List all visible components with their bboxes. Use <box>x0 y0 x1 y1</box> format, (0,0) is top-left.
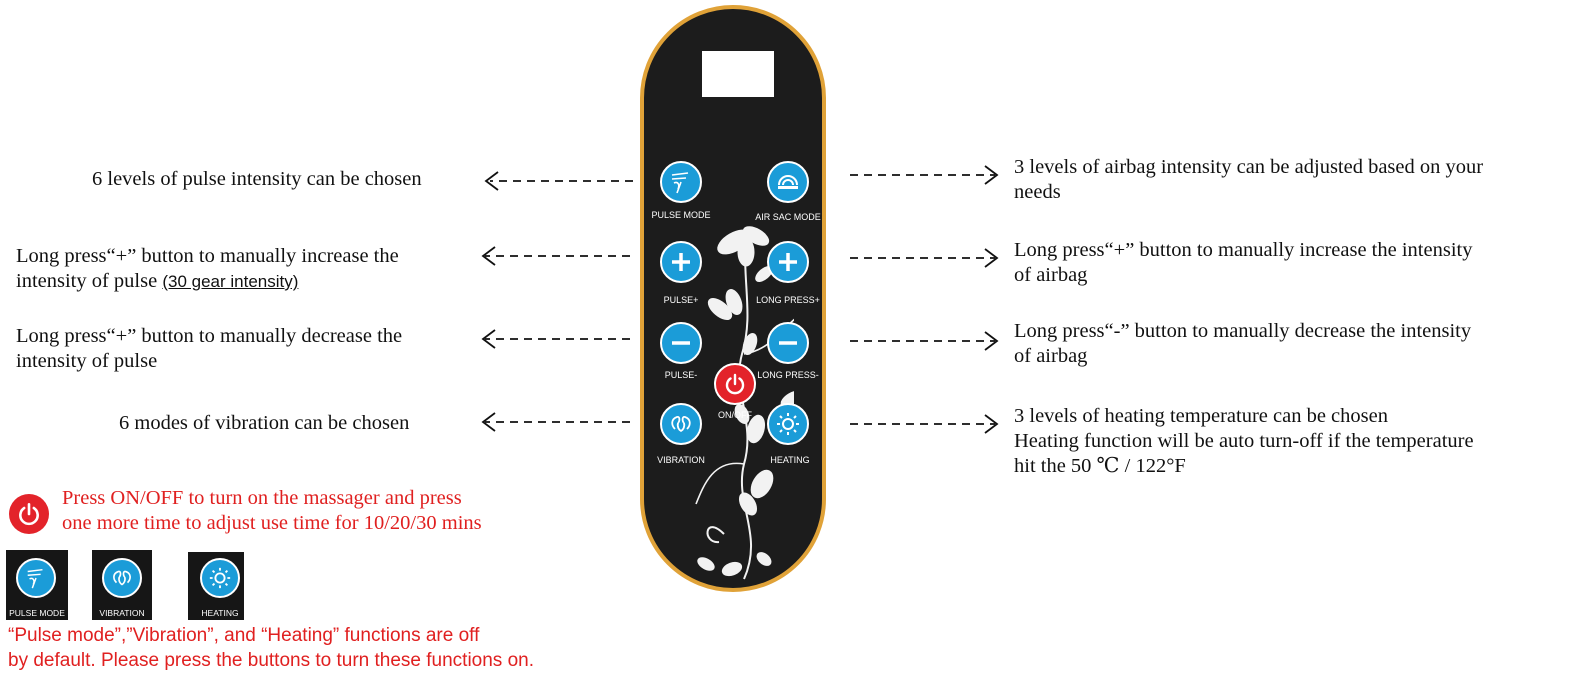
tile-heating: HEATING <box>188 552 244 620</box>
tile-pulse-mode-label: PULSE MODE <box>9 608 65 618</box>
airbag-text-line1: 3 levels of airbag intensity can be adju… <box>1014 156 1484 178</box>
sun-icon <box>777 413 799 435</box>
tile-pulse-mode: PULSE MODE <box>6 550 68 620</box>
pulse-mode-label: PULSE MODE <box>651 210 711 220</box>
hand-icon <box>27 568 43 589</box>
pulse-minus-label: PULSE- <box>664 370 698 380</box>
vibration-icon <box>671 415 691 433</box>
air-sac-icon <box>778 175 798 189</box>
power-note-line1: Press ON/OFF to turn on the massager and… <box>62 487 462 509</box>
on-off-label: ON/OFF <box>718 410 752 420</box>
minus-icon <box>672 341 690 345</box>
remote-control: PULSE MODE AIR SAC MODE PULSE+ LONG PRES… <box>640 5 826 592</box>
pulse-plus-text-line2: intensity of pulse (30 gear intensity) <box>16 269 298 294</box>
sun-icon <box>209 567 231 589</box>
airbag-plus-text-line2: of airbag <box>1014 264 1088 286</box>
arrow-pulse-plus <box>481 246 630 266</box>
pulse-minus-text-line2: intensity of pulse <box>16 350 158 372</box>
pulse-mode-button[interactable] <box>660 161 702 203</box>
heating-label: HEATING <box>770 455 810 465</box>
long-press-plus-label: LONG PRESS+ <box>756 295 820 305</box>
on-off-button[interactable] <box>714 363 756 405</box>
hand-icon <box>671 172 689 194</box>
vibration-text: 6 modes of vibration can be chosen <box>119 412 410 434</box>
airbag-text-line2: needs <box>1014 181 1061 203</box>
arrow-pulse-mode <box>484 171 633 191</box>
heating-text-line3: hit the 50 ℃ / 122°F <box>1014 455 1186 477</box>
pulse-plus-label: PULSE+ <box>663 295 699 305</box>
long-press-plus-button[interactable] <box>767 241 809 283</box>
arrow-long-press-plus <box>850 248 999 268</box>
airbag-minus-text-line1: Long press“-” button to manually decreas… <box>1014 320 1472 342</box>
default-off-note-line2: by default. Please press the buttons to … <box>8 650 534 671</box>
flower-decoration <box>695 226 794 580</box>
minus-icon <box>779 341 797 345</box>
tile-vibration-label: VIBRATION <box>99 608 145 618</box>
long-press-minus-label: LONG PRESS- <box>757 370 819 380</box>
tile-vibration: VIBRATION <box>92 550 152 620</box>
arrow-heating <box>850 414 999 434</box>
air-sac-mode-button[interactable] <box>767 161 809 203</box>
heating-text-line2: Heating function will be auto turn-off i… <box>1014 430 1474 452</box>
default-off-note-line1: “Pulse mode”,”Vibration”, and “Heating” … <box>8 625 480 646</box>
power-note-line2: one more time to adjust use time for 10/… <box>62 512 482 534</box>
heating-button[interactable] <box>767 403 809 445</box>
airbag-plus-text-line1: Long press“+” button to manually increas… <box>1014 239 1473 261</box>
pulse-plus-text-main: intensity of pulse <box>16 270 158 292</box>
arrow-long-press-minus <box>850 331 999 351</box>
tile-heating-label: HEATING <box>201 608 239 618</box>
pulse-levels-text: 6 levels of pulse intensity can be chose… <box>92 168 422 190</box>
vibration-tile-button <box>102 558 142 598</box>
pulse-plus-button[interactable] <box>660 241 702 283</box>
pulse-plus-text-line1: Long press“+” button to manually increas… <box>16 245 399 267</box>
heating-tile-button <box>200 558 240 598</box>
pulse-minus-text-line1: Long press“+” button to manually decreas… <box>16 325 403 347</box>
arrow-pulse-minus <box>481 329 630 349</box>
air-sac-mode-label: AIR SAC MODE <box>755 212 821 222</box>
plus-icon <box>672 253 690 271</box>
pulse-plus-gear-note: (30 gear intensity) <box>162 272 299 291</box>
display-screen <box>702 51 774 97</box>
vibration-label: VIBRATION <box>657 455 705 465</box>
power-note-icon <box>9 494 49 534</box>
long-press-minus-button[interactable] <box>767 322 809 364</box>
heating-text-line1: 3 levels of heating temperature can be c… <box>1014 405 1388 427</box>
pulse-mode-tile-button <box>16 558 56 598</box>
pulse-minus-button[interactable] <box>660 322 702 364</box>
power-icon <box>19 502 39 526</box>
plus-icon <box>779 253 797 271</box>
vibration-icon <box>113 570 131 586</box>
arrow-air-sac-mode <box>850 165 999 185</box>
airbag-minus-text-line2: of airbag <box>1014 345 1088 367</box>
power-icon <box>725 373 745 395</box>
vibration-button[interactable] <box>660 403 702 445</box>
arrow-vibration <box>481 412 630 432</box>
